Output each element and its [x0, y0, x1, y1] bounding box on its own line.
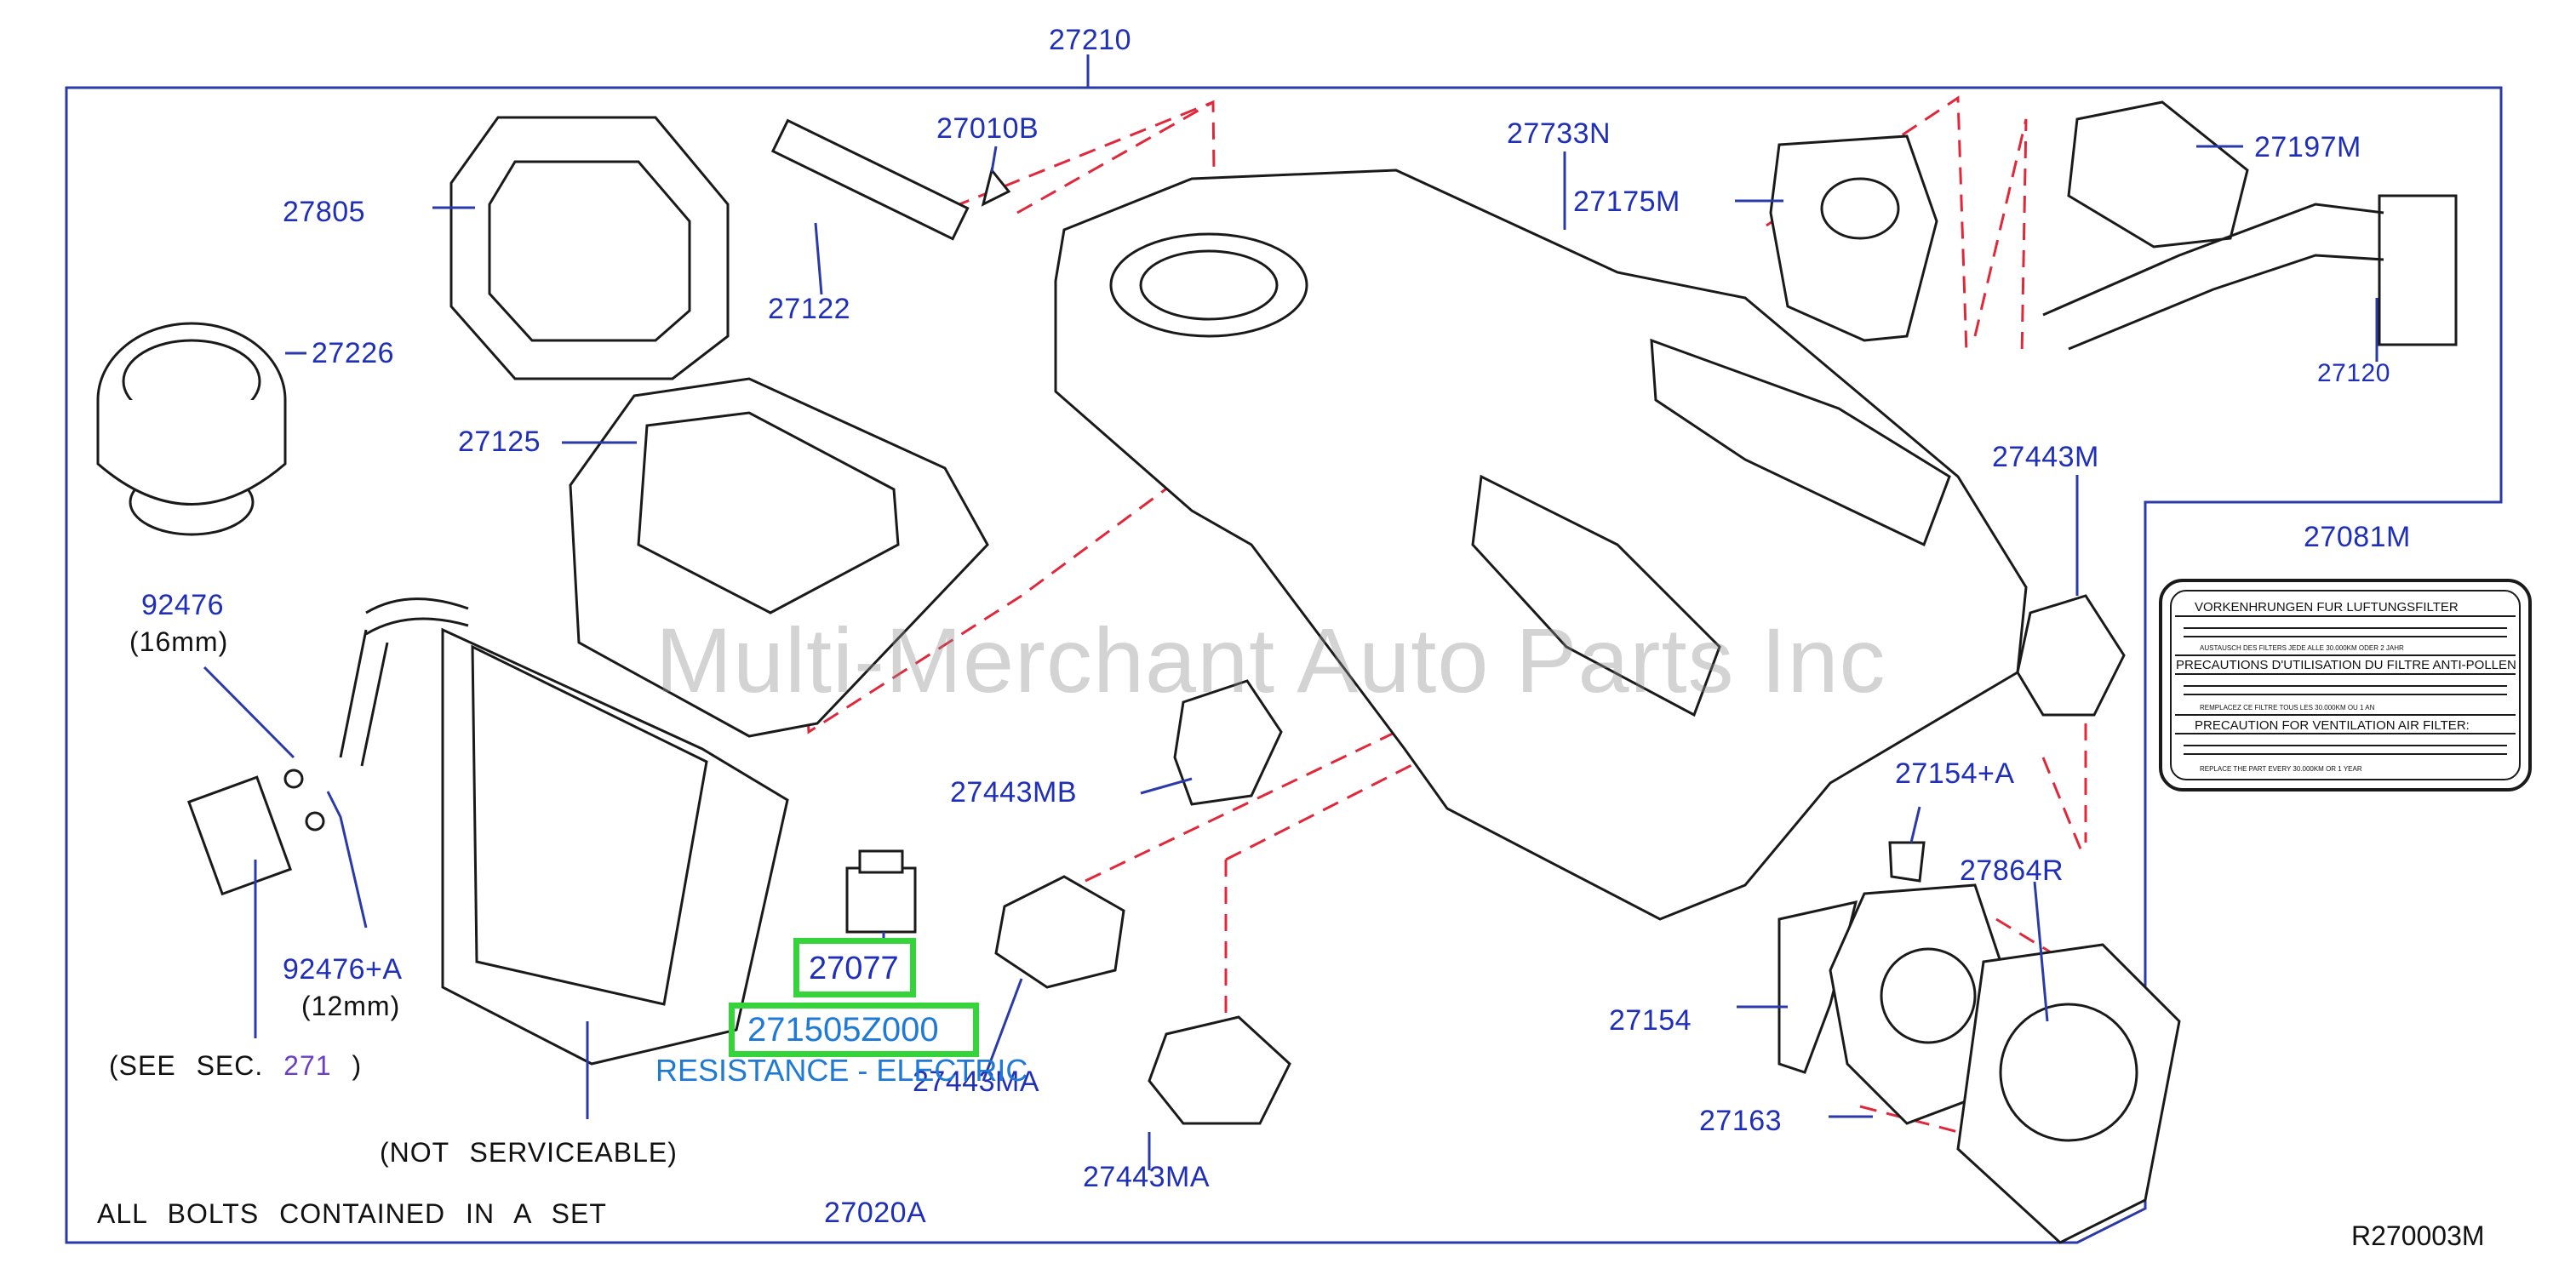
- part-label-92476[interactable]: 92476: [141, 589, 225, 621]
- highlight-part-27077[interactable]: 27077: [809, 951, 899, 986]
- filter-label-row1-head: VORKENHRUNGEN FUR LUFTUNGSFILTER: [2195, 600, 2459, 614]
- part-label-27210[interactable]: 27210: [1049, 24, 1132, 56]
- filter-label-plate-27081M: VORKENHRUNGEN FUR LUFTUNGSFILTER AUSTAUS…: [2159, 579, 2532, 792]
- part-label-27010B[interactable]: 27010B: [936, 112, 1039, 145]
- part-label-27163[interactable]: 27163: [1699, 1105, 1783, 1137]
- screw-27010B: [981, 167, 1011, 207]
- filter-label-row3-head: PRECAUTION FOR VENTILATION AIR FILTER:: [2195, 718, 2470, 733]
- see-sec-link[interactable]: 271: [283, 1050, 332, 1081]
- part-label-27020A[interactable]: 27020A: [824, 1197, 927, 1229]
- part-label-27197M[interactable]: 27197M: [2254, 131, 2361, 163]
- filter-label-row1-fine: AUSTAUSCH DES FILTERS JEDE ALLE 30.000KM…: [2200, 644, 2404, 652]
- actuator-27443M: [2016, 594, 2126, 717]
- clip-27154A: [1888, 841, 1926, 883]
- plate-27864R: [1956, 943, 2181, 1244]
- part-label-27443MA-lower[interactable]: 27443MA: [1083, 1161, 1211, 1193]
- part-label-27122[interactable]: 27122: [768, 293, 851, 325]
- mode-door-27163: [1829, 883, 2002, 1125]
- note-see-sec: (SEE SEC. 271 ): [109, 1052, 362, 1079]
- actuator-27443MA-lower: [1148, 1015, 1291, 1125]
- part-label-27154[interactable]: 27154: [1609, 1004, 1692, 1037]
- see-sec-prefix: (SEE SEC.: [109, 1050, 264, 1081]
- heater-core-27120: [2378, 194, 2458, 346]
- highlight-box-271505Z000[interactable]: [729, 1003, 979, 1057]
- component-sketches: [96, 100, 2458, 1244]
- note-12mm: (12mm): [301, 991, 401, 1021]
- part-label-27805[interactable]: 27805: [283, 196, 366, 228]
- filter-label-row3-fine: REPLACE THE PART EVERY 30.000KM OR 1 YEA…: [2200, 765, 2362, 773]
- see-sec-suffix: ): [352, 1050, 363, 1081]
- diagram-reference-code: R270003M: [2351, 1220, 2485, 1251]
- leader-lines: [203, 145, 2379, 1170]
- part-label-27120[interactable]: 27120: [2317, 359, 2390, 387]
- assembly-frame: [65, 86, 2503, 1244]
- note-all-bolts: ALL BOLTS CONTAINED IN A SET: [97, 1198, 607, 1229]
- resistor-27077: [845, 866, 917, 934]
- filter-label-row2-fine: REMPLACEZ CE FILTRE TOUS LES 30.000KM OU…: [2200, 704, 2375, 712]
- part-label-27226[interactable]: 27226: [312, 337, 395, 369]
- note-16mm: (16mm): [129, 626, 229, 657]
- part-label-27081M[interactable]: 27081M: [2304, 521, 2411, 553]
- note-not-serviceable: (NOT SERVICEABLE): [380, 1137, 678, 1168]
- actuator-27443MA-upper: [994, 875, 1125, 989]
- gasket-27122: [770, 118, 970, 241]
- highlight-part-description: RESISTANCE - ELECTRIC: [655, 1053, 1028, 1088]
- highlight-box-27077[interactable]: [793, 938, 916, 997]
- part-label-27175M[interactable]: 27175M: [1573, 186, 1680, 218]
- part-label-92476A[interactable]: 92476+A: [283, 953, 403, 986]
- part-label-27154A[interactable]: 27154+A: [1895, 757, 2015, 790]
- expansion-valve: [186, 775, 293, 896]
- highlight-part-271505Z000[interactable]: 271505Z000: [747, 1011, 939, 1049]
- part-label-27443MB[interactable]: 27443MB: [950, 776, 1078, 809]
- part-label-27443MA-upper[interactable]: 27443MA: [913, 1066, 1040, 1098]
- actuator-27443MB: [1173, 679, 1283, 806]
- actuator-27197M: [2067, 100, 2249, 249]
- part-label-27125[interactable]: 27125: [458, 426, 541, 458]
- part-label-27864R[interactable]: 27864R: [1960, 854, 2064, 887]
- watermark: Multi-Merchant Auto Parts Inc: [655, 609, 1886, 712]
- part-label-27443M[interactable]: 27443M: [1992, 441, 2099, 473]
- lever-27154: [1777, 900, 1858, 1074]
- evaporator-27020A: [441, 627, 789, 1066]
- filter-label-row2-head: PRECAUTIONS D'UTILISATION DU FILTRE ANTI…: [2176, 658, 2516, 672]
- part-label-27733N[interactable]: 27733N: [1507, 117, 1611, 150]
